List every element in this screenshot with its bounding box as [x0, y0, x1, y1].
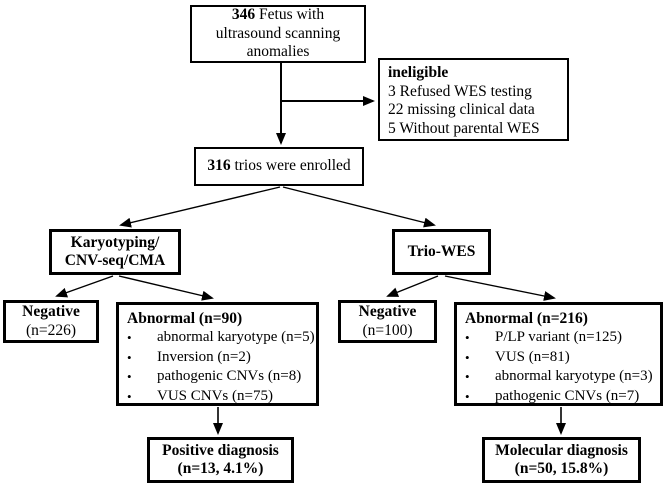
ineligible-item: 22 missing clinical data: [388, 101, 535, 118]
list-item: • pathogenic CNVs (n=8): [127, 367, 310, 387]
abnormal-left-title: Abnormal (n=90): [127, 310, 243, 327]
box-abnormal-karyotyping: Abnormal (n=90) • abnormal karyotype (n=5…: [116, 302, 319, 406]
negative-right-count: (n=100): [362, 321, 413, 339]
positive-diagnosis-count: (n=13, 4.1%): [177, 460, 264, 477]
negative-left-label: Negative: [22, 303, 80, 320]
ineligible-item: 3 Refused WES testing: [388, 82, 532, 100]
molecular-diagnosis-count: (n=50, 15.8%): [514, 460, 609, 477]
bullet-icon: •: [465, 388, 470, 404]
box-abnormal-triowes: Abnormal (n=216) • P/LP variant (n=125) •…: [454, 302, 663, 406]
list-item: • abnormal karyotype (n=5): [127, 328, 315, 348]
fetus-line2: ultrasound scanning: [215, 24, 341, 42]
bullet-icon: •: [127, 369, 132, 384]
box-fetus-total: 346 Fetus with ultrasound scanning anoma…: [190, 5, 366, 63]
list-item: • abnormal karyotype (n=3): [465, 367, 654, 387]
bullet-icon: •: [127, 349, 132, 365]
negative-right-label: Negative: [358, 303, 417, 320]
abnormal-left-item: abnormal karyotype (n=5): [157, 329, 315, 345]
fetus-line3: anomalies: [246, 43, 310, 61]
trio-wes-label: Trio-WES: [407, 242, 476, 260]
list-item: • P/LP variant (n=125): [465, 328, 654, 348]
karyotyping-line1: Karyotyping/: [70, 233, 160, 251]
box-negative-triowes: Negative (n=100): [338, 300, 437, 343]
karyotyping-line2: CNV-seq/CMA: [64, 252, 166, 269]
box-karyotyping-cnvseq-cma: Karyotyping/ CNV-seq/CMA: [49, 229, 181, 275]
list-item: • pathogenic CNVs (n=7): [465, 387, 654, 407]
box-positive-diagnosis: Positive diagnosis (n=13, 4.1%): [147, 437, 294, 483]
bullet-icon: •: [465, 349, 470, 365]
bullet-icon: •: [127, 330, 132, 345]
list-item: • VUS CNVs (n=75): [127, 387, 310, 407]
abnormal-left-item: pathogenic CNVs (n=8): [157, 368, 302, 384]
abnormal-right-item: VUS (n=81): [495, 348, 570, 365]
box-trio-wes: Trio-WES: [392, 229, 491, 275]
abnormal-right-item: pathogenic CNVs (n=7): [495, 387, 640, 404]
box-trios-enrolled: 316 trios were enrolled: [194, 147, 364, 186]
bullet-icon: •: [465, 369, 470, 384]
abnormal-right-title: Abnormal (n=216): [465, 310, 588, 327]
ineligible-item: 5 Without parental WES: [388, 119, 540, 137]
abnormal-left-item: Inversion (n=2): [157, 348, 251, 365]
molecular-diagnosis-label: Molecular diagnosis: [495, 441, 628, 459]
list-item: • Inversion (n=2): [127, 348, 310, 368]
positive-diagnosis-label: Positive diagnosis: [162, 441, 279, 459]
ineligible-title: ineligible: [388, 64, 449, 81]
list-item: • VUS (n=81): [465, 348, 654, 368]
fetus-line1-rest: Fetus with: [255, 6, 325, 24]
abnormal-right-item: abnormal karyotype (n=3): [495, 368, 653, 384]
box-molecular-diagnosis: Molecular diagnosis (n=50, 15.8%): [482, 437, 641, 483]
enrolled-rest: trios were enrolled: [230, 157, 351, 175]
abnormal-left-item: VUS CNVs (n=75): [157, 387, 273, 404]
box-negative-karyotyping: Negative (n=226): [3, 300, 99, 343]
negative-left-count: (n=226): [25, 321, 77, 339]
enrolled-count: 316: [207, 157, 231, 175]
fetus-count: 346: [231, 6, 256, 24]
box-ineligible: ineligible 3 Refused WES testing 22 miss…: [378, 58, 569, 141]
abnormal-right-item: P/LP variant (n=125): [495, 329, 623, 345]
enrolled-line: 316 trios were enrolled: [196, 157, 362, 176]
fetus-line1: 346 Fetus with: [192, 6, 364, 25]
bullet-icon: •: [465, 330, 470, 345]
bullet-icon: •: [127, 388, 132, 404]
